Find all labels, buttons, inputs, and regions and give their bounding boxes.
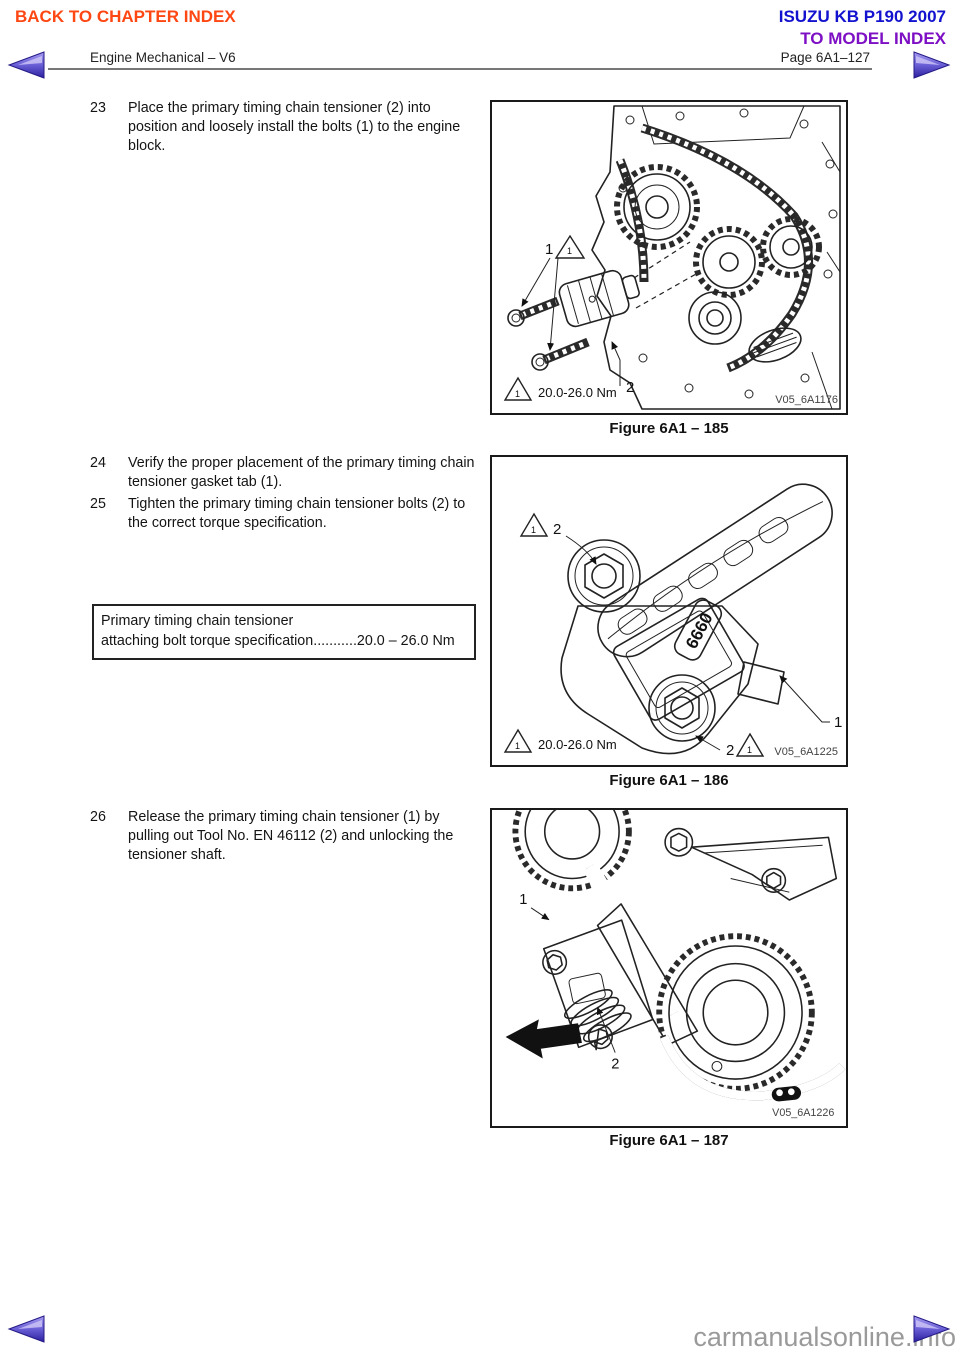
tensioner-bolt-2 xyxy=(531,337,590,371)
spec-value: 20.0 – 26.0 Nm xyxy=(356,633,455,649)
to-model-index-link[interactable]: TO MODEL INDEX xyxy=(800,29,946,48)
torque-note: 1 20.0-26.0 Nm xyxy=(503,728,617,753)
callout-2-top-label: 2 xyxy=(553,521,561,538)
spec-line1: Primary timing chain tensioner xyxy=(101,613,294,629)
step-number: 24 xyxy=(90,455,106,471)
step-number: 23 xyxy=(90,100,106,116)
torque-value: 20.0-26.0 Nm xyxy=(538,737,617,752)
marked-chain-link xyxy=(771,1086,802,1102)
figure-6a1-186: 6660 1 2 1 2 1 1 20.0-26.0 Nm V05_6A1225 xyxy=(490,455,848,767)
next-page-arrow-icon[interactable] xyxy=(912,1314,952,1344)
svg-text:1: 1 xyxy=(515,389,520,399)
tensioner-body-outline xyxy=(560,605,759,755)
prev-page-arrow-icon[interactable] xyxy=(6,50,46,80)
warning-triangle-icon: 1 xyxy=(735,732,765,757)
figure-ref-code: V05_6A1226 xyxy=(772,1107,834,1119)
svg-text:1: 1 xyxy=(531,525,536,535)
release-direction-arrow-icon xyxy=(505,1019,582,1059)
warning-triangle-icon: 1 xyxy=(554,234,586,259)
part-stamp: 6660 xyxy=(673,599,723,661)
tensioner-gasket xyxy=(597,483,833,658)
oil-pump-gear xyxy=(748,327,802,363)
back-to-chapter-link[interactable]: BACK TO CHAPTER INDEX xyxy=(15,7,236,26)
torque-spec-box: Primary timing chain tensioner attaching… xyxy=(92,604,476,660)
prev-page-arrow-icon[interactable] xyxy=(6,1314,46,1344)
watermark: carmanualsonline.info xyxy=(693,1322,956,1352)
figure-6a1-185: 1 1 2 1 20.0-26.0 Nm V05_6A1176 xyxy=(490,100,848,415)
figure-ref-code: V05_6A1176 xyxy=(775,394,838,406)
tensioner-bolt-top xyxy=(567,539,641,613)
torque-value: 20.0-26.0 Nm xyxy=(538,385,617,400)
manual-title: ISUZU KB P190 2007 xyxy=(778,7,946,26)
step-number: 26 xyxy=(90,809,106,825)
tensioner-bolt-bottom xyxy=(648,674,716,742)
spec-line2: attaching bolt torque specification.....… xyxy=(101,631,467,651)
tensioner-part xyxy=(558,269,640,328)
engine-block-outline xyxy=(591,105,841,410)
step-item-24: 24 Verify the proper placement of the pr… xyxy=(90,454,480,492)
svg-text:1: 1 xyxy=(515,741,520,751)
warning-triangle-icon: 1 xyxy=(519,512,549,537)
idler-sprocket xyxy=(693,226,765,298)
callout-1-label: 1 xyxy=(834,714,842,731)
step-item-26: 26 Release the primary timing chain tens… xyxy=(90,808,480,865)
figure-caption: Figure 6A1 – 186 xyxy=(609,772,729,789)
figure-ref-code: V05_6A1225 xyxy=(774,746,838,758)
step-item-25: 25 Tighten the primary timing chain tens… xyxy=(90,495,480,533)
page-number: Page 6A1–127 xyxy=(780,50,870,65)
step-text: Verify the proper placement of the prima… xyxy=(128,455,475,490)
spec-dots: ........... xyxy=(313,633,357,649)
step-text: Release the primary timing chain tension… xyxy=(128,809,454,863)
callout-1-label: 1 xyxy=(545,241,553,258)
svg-text:6660: 6660 xyxy=(682,610,717,652)
mount-bracket xyxy=(664,827,838,901)
crankshaft-hub xyxy=(688,291,742,345)
cam-sprocket xyxy=(614,164,700,250)
figure-caption: Figure 6A1 – 187 xyxy=(609,1132,729,1149)
figure-caption: Figure 6A1 – 185 xyxy=(609,420,729,437)
section-breadcrumb: Engine Mechanical – V6 xyxy=(90,50,236,65)
spec-label: attaching bolt torque specification xyxy=(101,633,314,649)
tensioner-center-plate xyxy=(612,597,745,721)
callout-2-label: 2 xyxy=(626,379,634,396)
header-divider xyxy=(48,68,872,70)
step-item-23: 23 Place the primary timing chain tensio… xyxy=(90,99,480,156)
crank-sprocket xyxy=(656,933,815,1092)
step-number: 25 xyxy=(90,496,106,512)
svg-text:1: 1 xyxy=(747,745,752,755)
step-text: Place the primary timing chain tensioner… xyxy=(128,100,461,154)
step-text: Tighten the primary timing chain tension… xyxy=(128,496,466,531)
callout-1-label: 1 xyxy=(519,892,527,908)
water-pump-sprocket xyxy=(760,216,822,278)
svg-text:1: 1 xyxy=(567,246,572,256)
figure-6a1-187: 1 2 V05_6A1226 xyxy=(490,808,848,1128)
tensioner-bolt-1 xyxy=(507,296,560,327)
upper-sprocket xyxy=(512,810,632,892)
callout-2-bottom-label: 2 xyxy=(726,742,734,759)
callout-2-label: 2 xyxy=(611,1056,619,1072)
next-page-arrow-icon[interactable] xyxy=(912,50,952,80)
torque-note: 1 20.0-26.0 Nm xyxy=(503,376,617,401)
gasket-tab xyxy=(737,661,785,705)
